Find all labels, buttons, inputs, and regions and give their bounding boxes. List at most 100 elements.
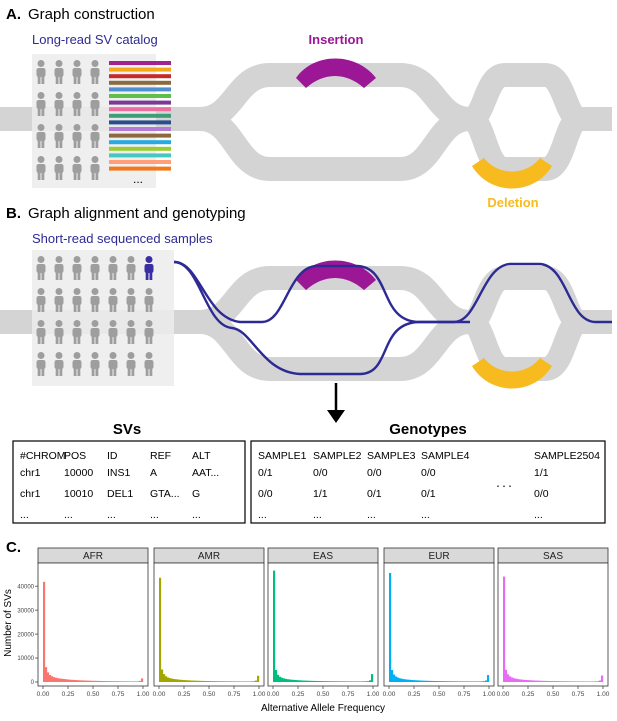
histogram-bar bbox=[113, 681, 116, 682]
histogram-bar bbox=[173, 679, 176, 682]
histogram-bar bbox=[287, 679, 290, 682]
svs-cell: ... bbox=[20, 509, 29, 521]
histogram-bar bbox=[479, 681, 482, 682]
sv-catalog-line bbox=[109, 160, 171, 164]
x-tick-label: 0.25 bbox=[292, 691, 305, 698]
svs-cell: chr1 bbox=[20, 467, 41, 479]
histogram-bar bbox=[473, 681, 476, 682]
histogram-bar bbox=[91, 680, 94, 682]
histogram-bar bbox=[251, 681, 254, 682]
histogram-bar bbox=[295, 680, 298, 682]
histogram-bar bbox=[559, 681, 562, 682]
histogram-bar bbox=[351, 681, 354, 682]
svs-header-cell: POS bbox=[64, 450, 86, 462]
histogram-bar bbox=[449, 681, 452, 682]
x-tick-label: 0.50 bbox=[87, 691, 100, 698]
genotypes-cell: ... bbox=[367, 509, 376, 521]
histogram-bar bbox=[467, 681, 470, 682]
graph-b-edge-bottom-2 bbox=[465, 310, 585, 381]
histogram-bar bbox=[65, 679, 68, 682]
histogram-bar bbox=[477, 681, 480, 682]
histogram-bar bbox=[163, 674, 166, 682]
histogram-bar bbox=[401, 678, 404, 682]
histogram-bar bbox=[323, 681, 326, 682]
histogram-bar bbox=[551, 681, 554, 682]
histogram-bar bbox=[347, 681, 350, 682]
catalog-label: Long-read SV catalog bbox=[32, 32, 158, 47]
genotypes-cell: 0/1 bbox=[421, 488, 436, 500]
histogram-bar bbox=[307, 680, 310, 682]
histogram-bar bbox=[83, 680, 86, 682]
histogram-bar bbox=[511, 677, 514, 682]
y-axis-label: Number of SVs bbox=[3, 589, 14, 657]
histogram-bar bbox=[531, 680, 534, 682]
genotypes-cell: ... bbox=[313, 509, 322, 521]
person-icon bbox=[126, 288, 136, 312]
histogram-bar bbox=[543, 680, 546, 682]
histogram-bar bbox=[305, 680, 308, 682]
histogram-bar bbox=[301, 680, 304, 682]
histogram-bar bbox=[339, 681, 342, 682]
histogram-bar bbox=[541, 680, 544, 682]
person-icon bbox=[108, 288, 118, 312]
genotypes-cell: 0/0 bbox=[421, 467, 436, 479]
graph-a-edge-bottom-1 bbox=[198, 107, 472, 181]
histogram-bar bbox=[509, 676, 512, 682]
histogram-bar bbox=[291, 679, 294, 682]
sv-catalog-line bbox=[109, 61, 171, 65]
x-tick-label: 0.75 bbox=[112, 691, 125, 698]
x-tick-label: 0.75 bbox=[458, 691, 471, 698]
person-icon bbox=[90, 288, 100, 312]
histogram-bar bbox=[507, 674, 510, 682]
person-icon bbox=[54, 320, 64, 344]
histogram-bar bbox=[79, 680, 82, 682]
histogram-bar bbox=[297, 680, 300, 682]
svs-cell: 10000 bbox=[64, 467, 93, 479]
histogram-bar bbox=[327, 681, 330, 682]
histogram-bar bbox=[103, 681, 106, 682]
x-tick-label: 1.00 bbox=[597, 691, 610, 698]
histogram-bar bbox=[199, 680, 202, 682]
histogram-bar bbox=[201, 680, 204, 682]
genotypes-title: Genotypes bbox=[389, 421, 467, 438]
person-icon bbox=[108, 320, 118, 344]
histogram-bar bbox=[75, 680, 78, 682]
person-icon bbox=[144, 352, 154, 376]
histogram-bar bbox=[581, 681, 584, 682]
y-tick-label: 30000 bbox=[17, 608, 34, 614]
histogram-bar bbox=[365, 681, 368, 682]
x-tick-label: 0.00 bbox=[267, 691, 280, 698]
histogram-bar bbox=[289, 679, 292, 682]
histogram-bar bbox=[169, 678, 172, 682]
person-icon bbox=[36, 156, 46, 180]
x-tick-label: 0.50 bbox=[433, 691, 446, 698]
person-icon bbox=[90, 92, 100, 116]
genotypes-header-cell: SAMPLE2 bbox=[313, 450, 362, 462]
x-tick-label: 0.50 bbox=[203, 691, 216, 698]
histogram-bar bbox=[447, 681, 450, 682]
genotypes-cell: 0/1 bbox=[367, 488, 382, 500]
x-tick-label: 0.25 bbox=[178, 691, 191, 698]
sv-catalog-line bbox=[109, 146, 171, 151]
histogram-bar bbox=[587, 681, 590, 682]
svs-cell: GTA... bbox=[150, 488, 180, 500]
population-a bbox=[36, 60, 100, 180]
histogram-bar bbox=[239, 681, 242, 682]
svs-cell: DEL1 bbox=[107, 488, 133, 500]
person-icon bbox=[72, 92, 82, 116]
histogram-bar bbox=[77, 680, 80, 682]
histogram-bar bbox=[247, 681, 250, 682]
catalog-ellipsis: ... bbox=[133, 172, 143, 186]
person-icon bbox=[36, 288, 46, 312]
person-icon bbox=[90, 156, 100, 180]
graph-b-edge-bottom-1 bbox=[198, 310, 472, 381]
person-icon bbox=[54, 352, 64, 376]
svs-cell: ... bbox=[192, 509, 201, 521]
histogram-bar bbox=[459, 681, 462, 682]
histogram-bar bbox=[457, 681, 460, 682]
genotypes-cell: 0/1 bbox=[258, 467, 273, 479]
histogram-bar bbox=[333, 681, 336, 682]
y-tick-label: 40000 bbox=[17, 584, 34, 590]
